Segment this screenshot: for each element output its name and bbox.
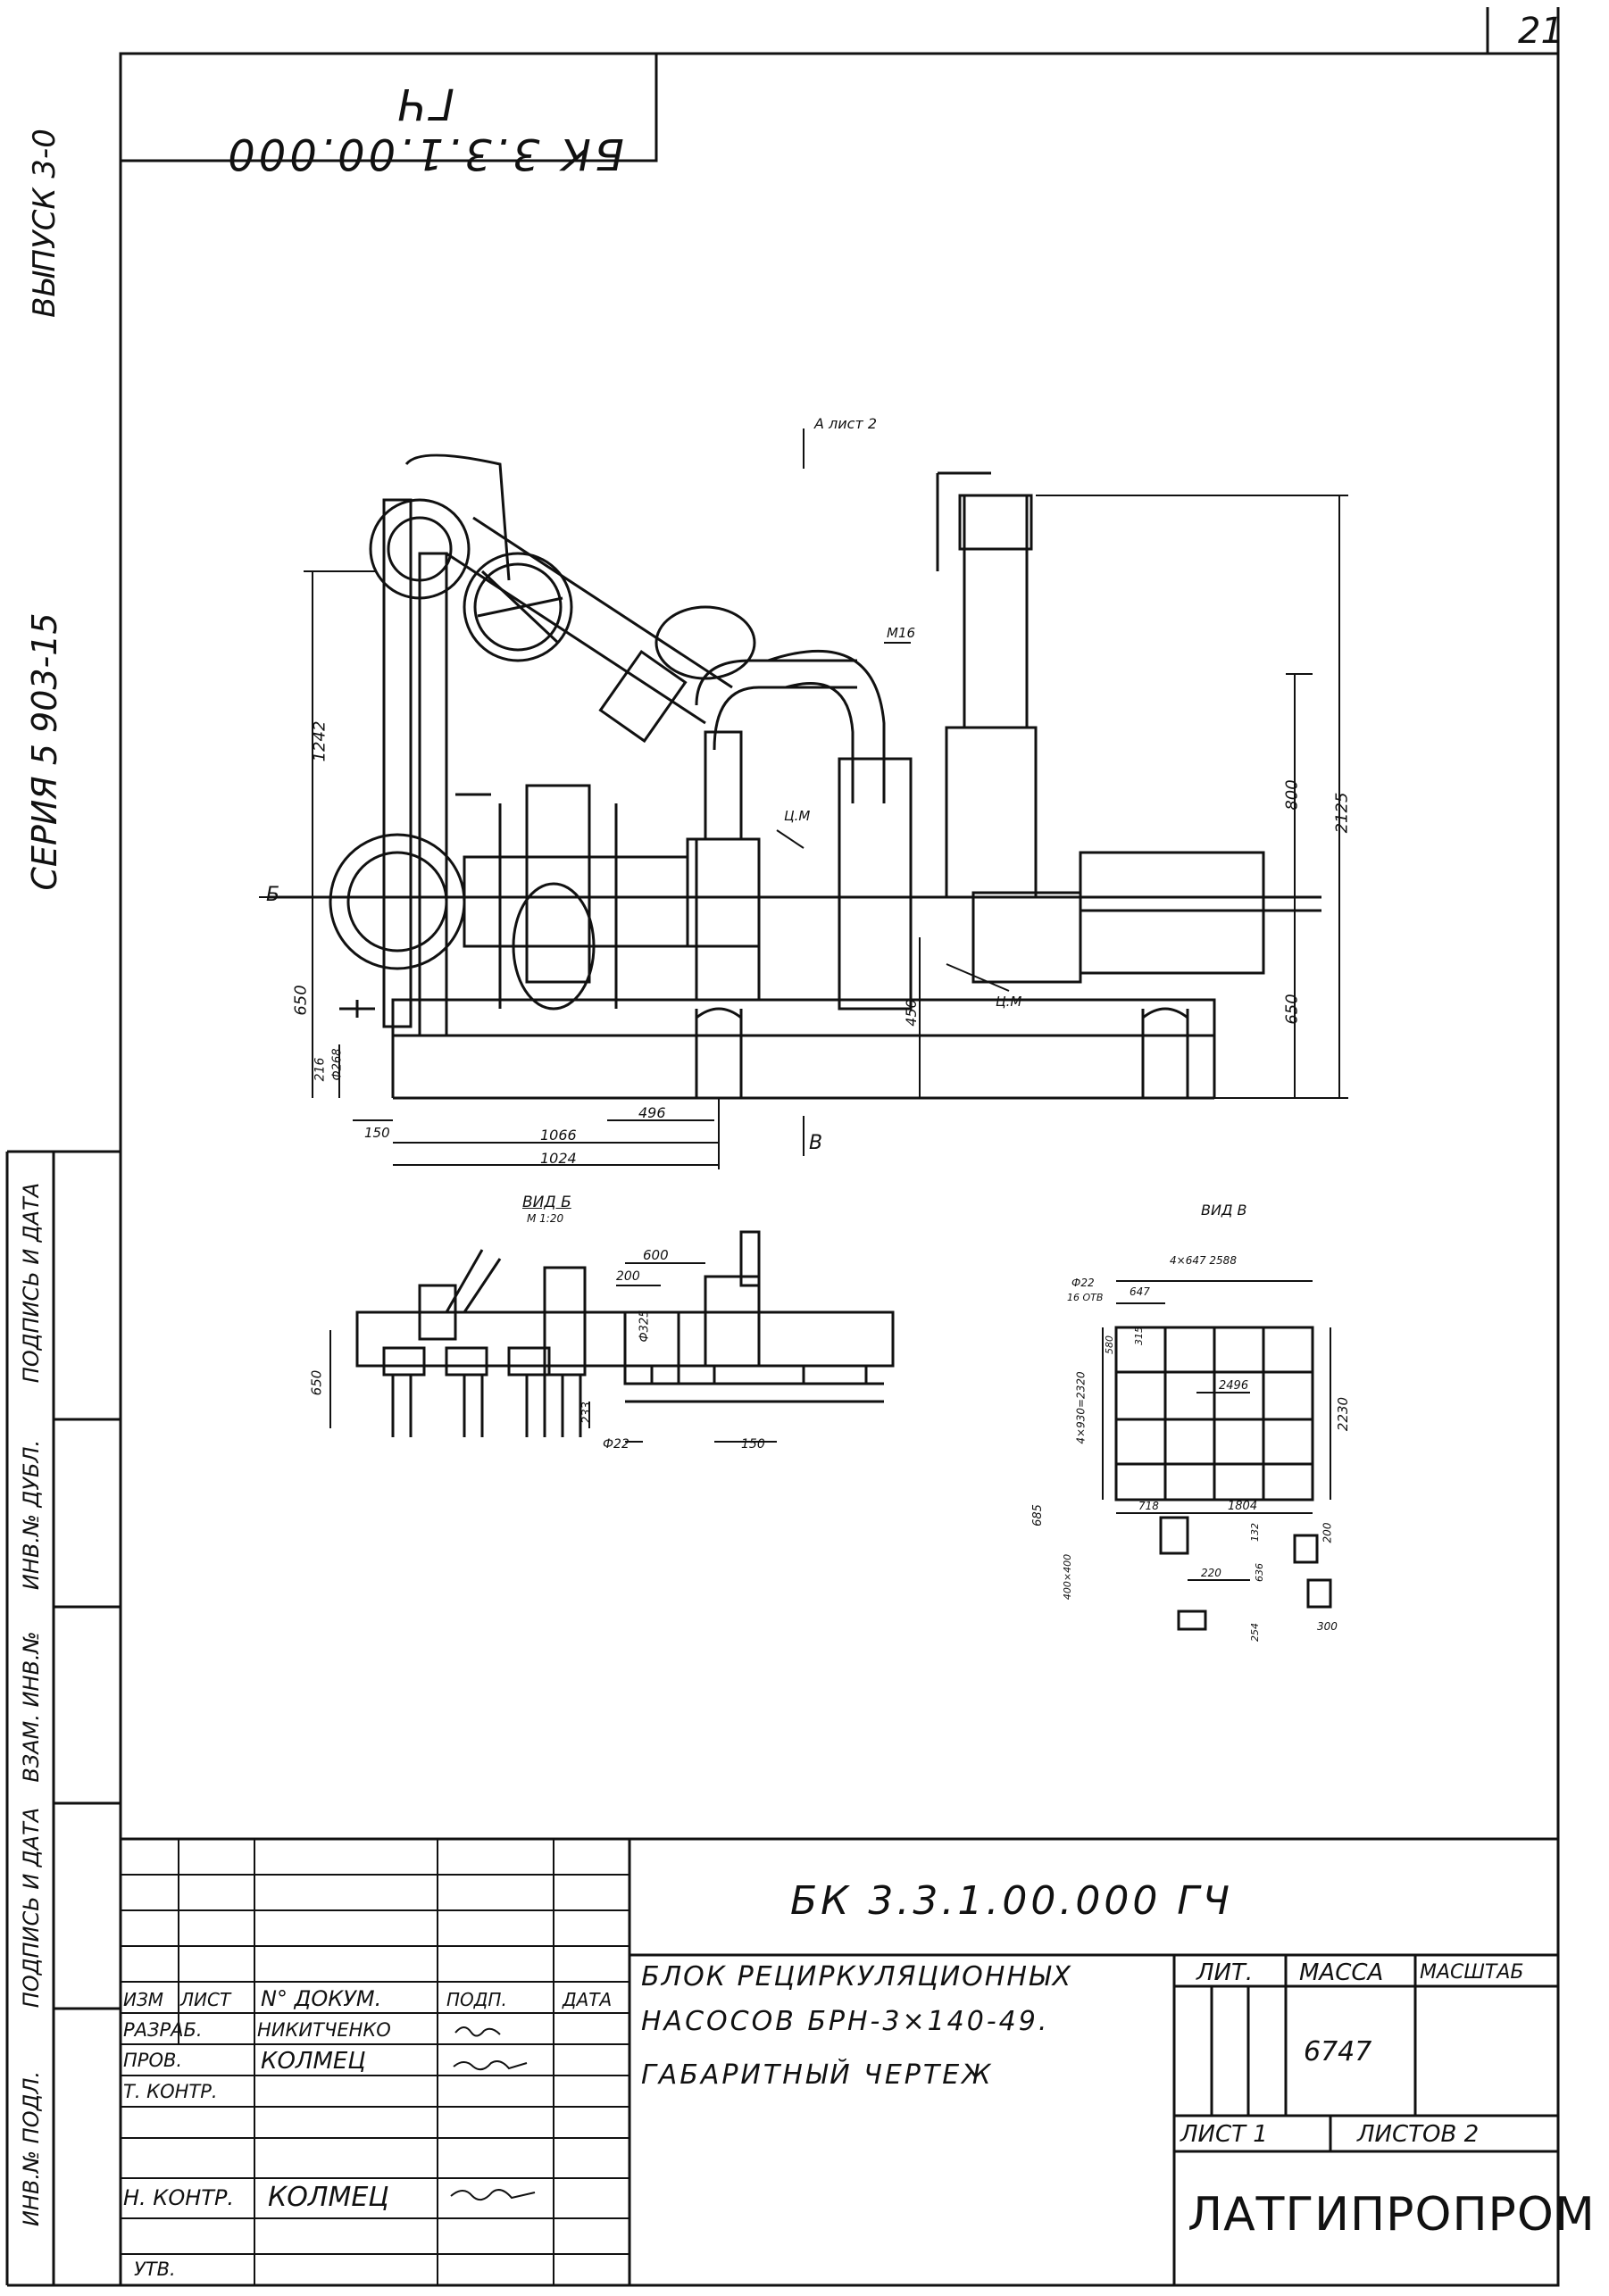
dim-1242: 1242	[310, 720, 329, 762]
header-sign: ПОДП.	[446, 1989, 507, 2010]
dim-1024: 1024	[540, 1150, 577, 1167]
row-role-norm-control: Н. КОНТР.	[123, 2185, 235, 2210]
signature-marks	[450, 2026, 536, 2201]
view-b-dim-600: 600	[643, 1247, 669, 1263]
margin-issue-label: ВЫПУСК 3-0	[27, 129, 63, 318]
view-v-dim-220: 220	[1201, 1567, 1221, 1579]
margin-series-label: СЕРИЯ 5 903-15	[25, 612, 64, 891]
scale-label: МАСШТАБ	[1420, 1961, 1524, 1984]
view-b-dim-22: Ф22	[603, 1437, 629, 1452]
dim-800: 800	[1282, 779, 1302, 811]
view-v-dim-315: 315	[1133, 1327, 1145, 1345]
dim-450: 450	[902, 999, 920, 1027]
view-v-dim-1804: 1804	[1228, 1500, 1258, 1513]
view-v-dim-300: 300	[1317, 1620, 1338, 1633]
label-center-mass-1: Ц.М	[784, 808, 811, 824]
dim-150: 150	[364, 1125, 390, 1141]
sheet-number: ЛИСТ 1	[1180, 2121, 1268, 2148]
mass-label: МАССА	[1299, 1959, 1384, 1986]
view-a-marker: А лист 2	[814, 415, 878, 432]
organization-name: ЛАТГИПРОПРОМ	[1188, 2188, 1596, 2242]
dim-496: 496	[638, 1104, 666, 1121]
margin-stamp-sign-date-top: ПОДПИСЬ И ДАТА	[19, 1182, 44, 1384]
view-v-dim-left: 4×930=2320	[1074, 1371, 1088, 1444]
view-b-dim-150: 150	[741, 1437, 765, 1452]
corner-document-code: БК 3.3.1.00.000 ГЧ	[224, 79, 624, 179]
header-date: ДАТА	[563, 1989, 613, 2010]
row-role-tech-control: Т. КОНТР.	[123, 2081, 218, 2102]
row-role-developer: РАЗРАБ.	[123, 2019, 203, 2041]
drawing-title-line-3: ГАБАРИТНЫЙ ЧЕРТЕЖ	[641, 2059, 994, 2091]
sheets-total: ЛИСТОВ 2	[1357, 2121, 1480, 2148]
view-b-dim-650: 650	[308, 1369, 325, 1396]
label-center-mass-2: Ц.М	[996, 994, 1022, 1010]
view-v-marker: В	[809, 1132, 823, 1154]
header-list: ЛИСТ	[180, 1989, 231, 2010]
dim-268: Ф268	[330, 1048, 345, 1081]
header-doc: N° ДОКУМ.	[261, 1986, 382, 2011]
title-block-doc-code: БК 3.3.1.00.000 ГЧ	[790, 1878, 1233, 1924]
view-v-dim-254: 254	[1249, 1623, 1261, 1642]
dim-650-left: 650	[291, 985, 311, 1016]
drawing-title-line-2: НАСОСОВ БРН-3×140-49.	[641, 2006, 1050, 2037]
row-name-norm-control: КОЛМЕЦ	[268, 2182, 389, 2213]
view-v-dim-647: 647	[1130, 1285, 1150, 1298]
view-v-dim-holes: 16 ОТВ	[1067, 1292, 1104, 1303]
row-role-checker: ПРОВ.	[123, 2050, 183, 2071]
view-v-title: ВИД В	[1201, 1202, 1247, 1219]
view-v-dim-2230: 2230	[1335, 1396, 1352, 1432]
label-m16: М16	[887, 625, 916, 641]
dim-2125: 2125	[1332, 792, 1352, 834]
dim-216: 216	[313, 1057, 328, 1082]
margin-stamp-original-inventory: ИНВ.№ ПОДЛ.	[19, 2070, 44, 2227]
lit-label: ЛИТ.	[1196, 1959, 1254, 1986]
view-b-marker: Б	[266, 884, 280, 906]
mass-value: 6747	[1304, 2036, 1372, 2067]
view-v-dim-phi22: Ф22	[1071, 1277, 1095, 1289]
margin-stamp-sign-date-bottom: ПОДПИСЬ И ДАТА	[19, 1807, 44, 2009]
view-v-dim-685: 685	[1030, 1504, 1045, 1527]
view-v-dim-718: 718	[1138, 1500, 1159, 1512]
view-v-dim-132: 132	[1249, 1523, 1261, 1542]
dim-650-right: 650	[1282, 994, 1302, 1025]
drawing-title-line-1: БЛОК РЕЦИРКУЛЯЦИОННЫХ	[641, 1961, 1073, 1992]
view-b-dim-200: 200	[616, 1269, 640, 1284]
header-izm: ИЗМ	[123, 1989, 164, 2010]
page-number: 21	[1518, 11, 1563, 52]
margin-stamp-replace-inventory: ВЗАМ. ИНВ.№	[19, 1631, 44, 1783]
view-b-dim-233: 233	[579, 1402, 594, 1424]
dim-1066: 1066	[540, 1127, 577, 1144]
row-name-developer: НИКИТЧЕНКО	[257, 2019, 391, 2041]
row-name-checker: КОЛМЕЦ	[261, 2048, 366, 2075]
row-role-approved: УТВ.	[134, 2259, 176, 2280]
view-v-dim-636: 636	[1254, 1563, 1265, 1582]
view-v-dim-580: 580	[1104, 1335, 1115, 1354]
view-b-title: ВИД Б	[522, 1194, 571, 1211]
view-b-scale: М 1:20	[527, 1212, 564, 1225]
view-v-dim-2496: 2496	[1219, 1379, 1249, 1393]
view-v-dim-top: 4×647 2588	[1170, 1254, 1237, 1267]
margin-stamp-dup-inventory: ИНВ.№ ДУБЛ.	[19, 1439, 44, 1591]
view-v-dim-400: 400×400	[1062, 1553, 1074, 1601]
view-b-dim-325: Ф325	[638, 1310, 652, 1343]
view-v-dim-200: 200	[1321, 1522, 1334, 1543]
